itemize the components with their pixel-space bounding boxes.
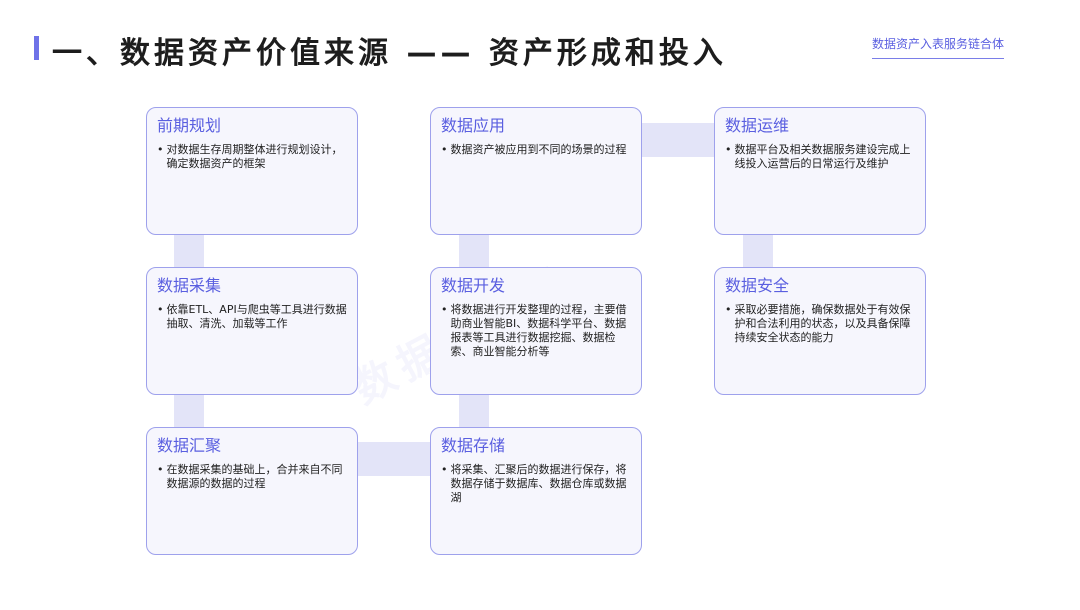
card-security: 数据安全 •采取必要措施，确保数据处于有效保护和合法利用的状态，以及具备保障持续…	[714, 267, 926, 395]
card-text: 对数据生存周期整体进行规划设计，确定数据资产的框架	[166, 143, 343, 170]
card-title: 数据应用	[441, 116, 506, 135]
bullet: •	[725, 303, 732, 316]
card-text: 数据资产被应用到不同的场景的过程	[450, 143, 627, 156]
card-title: 前期规划	[157, 116, 222, 135]
connector-development-application	[459, 233, 489, 270]
connector-planning-collection	[174, 233, 204, 270]
connector-collection-aggregation	[174, 393, 204, 430]
card-aggregation: 数据汇聚 •在数据采集的基础上，合并来自不同数据源的数据的过程	[146, 427, 358, 555]
bullet: •	[441, 463, 448, 476]
card-storage: 数据存储 •将采集、汇聚后的数据进行保存，将数据存储于数据库、数据仓库或数据湖	[430, 427, 642, 555]
card-operations: 数据运维 •数据平台及相关数据服务建设完成上线投入运营后的日常运行及维护	[714, 107, 926, 235]
card-application: 数据应用 •数据资产被应用到不同的场景的过程	[430, 107, 642, 235]
bullet: •	[441, 143, 448, 156]
card-text: 数据平台及相关数据服务建设完成上线投入运营后的日常运行及维护	[734, 143, 911, 170]
card-title: 数据运维	[725, 116, 790, 135]
connector-operations-security	[743, 233, 773, 270]
connector-application-operations	[641, 123, 716, 157]
card-title: 数据安全	[725, 276, 790, 295]
card-title: 数据汇聚	[157, 436, 222, 455]
bullet: •	[157, 303, 164, 316]
connector-aggregation-storage	[357, 442, 432, 476]
card-title: 数据采集	[157, 276, 222, 295]
card-text: 将采集、汇聚后的数据进行保存，将数据存储于数据库、数据仓库或数据湖	[450, 463, 627, 504]
card-title: 数据开发	[441, 276, 506, 295]
bullet: •	[441, 303, 448, 316]
card-text: 在数据采集的基础上，合并来自不同数据源的数据的过程	[166, 463, 343, 490]
connector-storage-development	[459, 393, 489, 430]
card-title: 数据存储	[441, 436, 506, 455]
bullet: •	[157, 463, 164, 476]
bullet: •	[725, 143, 732, 156]
bullet: •	[157, 143, 164, 156]
card-planning: 前期规划 •对数据生存周期整体进行规划设计，确定数据资产的框架	[146, 107, 358, 235]
card-text: 将数据进行开发整理的过程，主要借助商业智能BI、数据科学平台、数据报表等工具进行…	[450, 303, 627, 358]
card-development: 数据开发 •将数据进行开发整理的过程，主要借助商业智能BI、数据科学平台、数据报…	[430, 267, 642, 395]
brand-link[interactable]: 数据资产入表服务链合体	[872, 35, 1005, 59]
page-title: 一、数据资产价值来源 —— 资产形成和投入	[52, 36, 727, 71]
title-accent-bar	[34, 36, 39, 60]
card-text: 依靠ETL、API与爬虫等工具进行数据抽取、清洗、加载等工作	[166, 303, 347, 330]
card-collection: 数据采集 •依靠ETL、API与爬虫等工具进行数据抽取、清洗、加载等工作	[146, 267, 358, 395]
card-text: 采取必要措施，确保数据处于有效保护和合法利用的状态，以及具备保障持续安全状态的能…	[734, 303, 911, 344]
